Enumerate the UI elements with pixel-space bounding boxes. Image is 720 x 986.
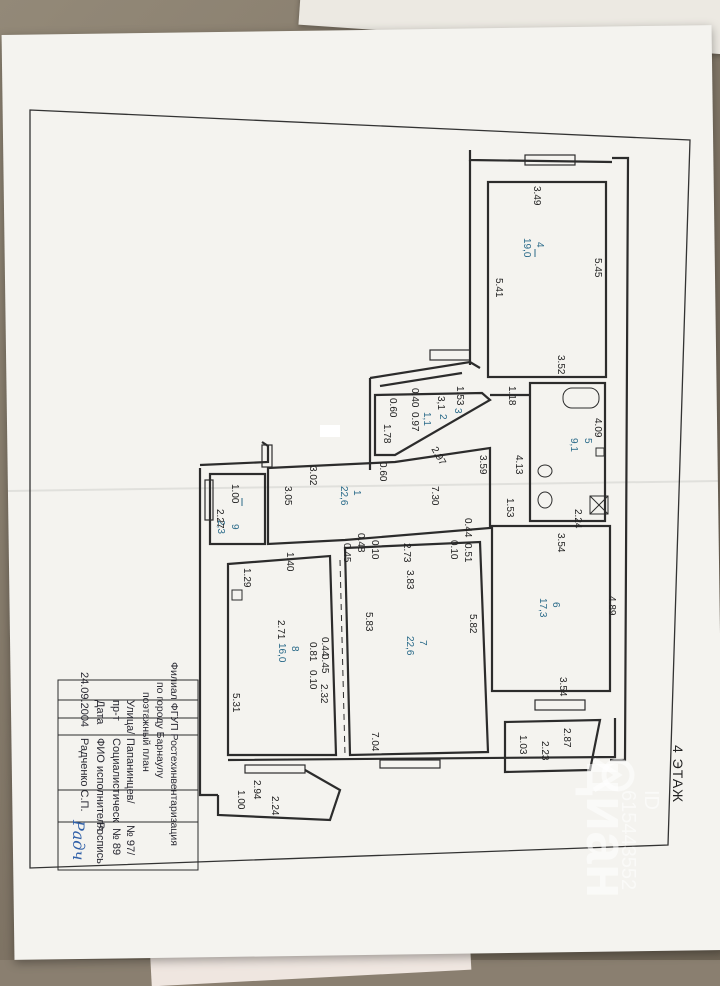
frame-border (29, 109, 691, 869)
sink-icon (537, 464, 553, 478)
toilet-icon (537, 491, 553, 509)
room-4-walls (486, 180, 608, 379)
room-1-walls (266, 446, 492, 546)
room-7-walls (343, 540, 490, 757)
room-2-walls (373, 391, 492, 457)
drain-icon (595, 447, 605, 457)
window-room-6 (534, 699, 586, 711)
room-6-walls (490, 524, 612, 693)
balcony-bottom-right (503, 718, 602, 774)
room-5-walls (528, 381, 607, 523)
wall-outer-left (198, 468, 218, 797)
wall-bottom (227, 718, 617, 762)
window-room-4 (524, 154, 576, 166)
stamp-table (57, 679, 199, 871)
window-room-7 (379, 759, 441, 769)
balcony-top (368, 360, 481, 470)
window-corridor (261, 444, 273, 468)
floor-plan-drawing (29, 109, 691, 871)
window-room-8 (244, 764, 306, 774)
panel-icon (231, 589, 243, 601)
bathtub-icon (562, 387, 600, 409)
watermark-logo-icon (592, 757, 635, 793)
room-9-walls (208, 472, 267, 546)
window-room-9 (204, 479, 214, 521)
correction-mark (320, 425, 340, 437)
room-8-walls (226, 554, 338, 757)
window-balcony-top (429, 349, 471, 361)
shaft-icon (589, 495, 609, 515)
